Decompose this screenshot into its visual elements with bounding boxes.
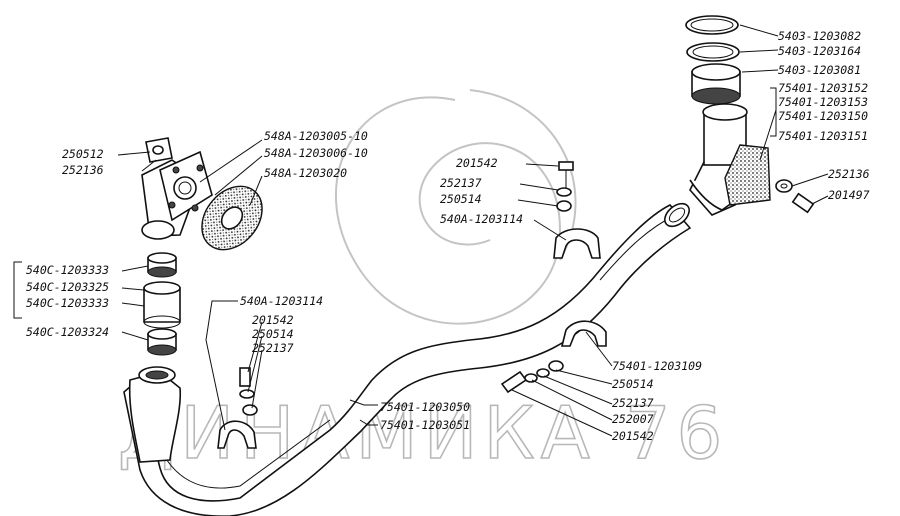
label-540C-1203333-b: 540С-1203333 [26,296,109,310]
label-5403-1203082: 5403-1203082 [778,29,861,43]
label-75401-1203151: 75401-1203151 [778,129,868,143]
clamp-lower-right [500,320,607,394]
label-252137-center: 252137 [440,176,482,190]
label-201542-right: 201542 [612,429,654,443]
label-75401-1203109: 75401-1203109 [612,359,702,373]
label-540C-1203333-a: 540С-1203333 [26,263,109,277]
label-201542-left: 201542 [252,313,294,327]
label-540A-1203114-left: 540А-1203114 [240,294,323,308]
exhaust-pipe [123,202,692,516]
watermark-text: ДИНАМИКА 76 [118,391,728,475]
label-250514-left: 250514 [252,327,294,341]
label-252136-right: 252136 [828,167,870,181]
label-75401-1203153: 75401-1203153 [778,95,868,109]
watermark-swirl [334,89,577,325]
label-5403-1203164: 5403-1203164 [778,44,861,58]
label-250514-center: 250514 [440,192,482,206]
label-250512: 250512 [62,147,104,161]
label-548A-1203006-10: 548А-1203006-10 [264,146,368,160]
label-5403-1203081: 5403-1203081 [778,63,861,77]
label-75401-1203051: 75401-1203051 [380,418,470,432]
label-252136-left: 252136 [62,163,104,177]
label-540C-1203325: 540С-1203325 [26,280,109,294]
elbow-assembly [685,15,771,216]
label-201497: 201497 [828,188,870,202]
label-540A-1203114-center: 540А-1203114 [440,212,523,226]
clamp-lower-left [217,367,258,449]
label-75401-1203152: 75401-1203152 [778,81,868,95]
flange-assembly [141,137,263,251]
label-75401-1203150: 75401-1203150 [778,109,868,123]
label-252007: 252007 [612,412,654,426]
label-252137-right: 252137 [612,396,654,410]
ring-stack [143,252,181,356]
label-548A-1203020: 548А-1203020 [264,166,347,180]
leader-lines [13,24,829,437]
clamp-center [553,161,601,259]
label-75401-1203050: 75401-1203050 [380,400,470,414]
label-548A-1203005-10: 548А-1203005-10 [264,129,368,143]
labels: 5403-1203082 5403-1203164 5403-1203081 7… [26,29,870,443]
label-250514-right: 250514 [612,377,654,391]
label-252137-left: 252137 [252,341,294,355]
label-201542-center: 201542 [456,156,498,170]
label-540C-1203324: 540С-1203324 [26,325,109,339]
